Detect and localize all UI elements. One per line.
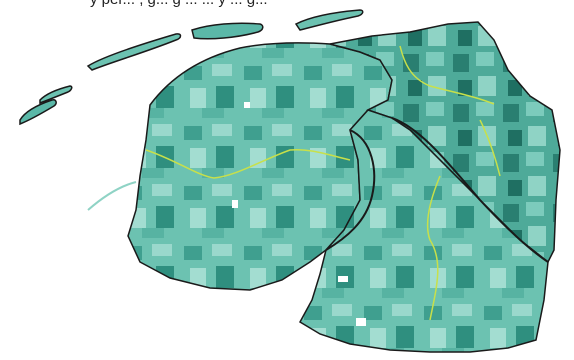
island-3 <box>86 33 182 71</box>
region-border-1 <box>145 148 351 179</box>
enclave-4 <box>356 318 366 326</box>
island-5 <box>294 9 364 31</box>
enclave-1 <box>244 102 250 108</box>
inlet-line <box>87 181 137 211</box>
province-border-2 <box>391 117 549 263</box>
island-2 <box>39 85 73 105</box>
island-1 <box>19 99 57 126</box>
region-northeast <box>329 21 561 264</box>
enclave-2 <box>232 200 238 208</box>
region-border-4 <box>479 119 501 177</box>
region-west <box>127 42 393 291</box>
cut-off-heading-text: y per... , g... g ... ... y ... g... <box>90 0 268 8</box>
region-border-2 <box>399 45 495 105</box>
region-border-3 <box>426 175 441 321</box>
province-border-1 <box>325 129 376 251</box>
island-4 <box>191 22 264 40</box>
enclave-3 <box>338 276 348 282</box>
